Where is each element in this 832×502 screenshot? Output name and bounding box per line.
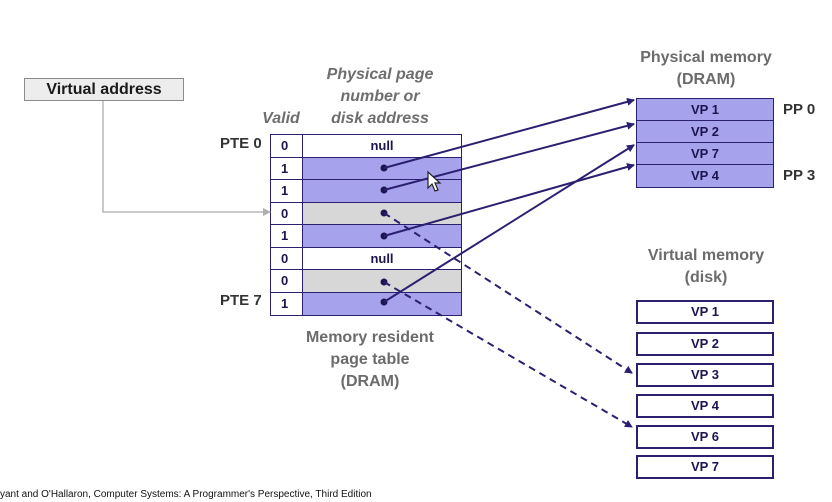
pte-valid-bit: 0 <box>271 135 303 157</box>
pte7-to-vp7-arrow <box>383 144 635 303</box>
pte-row: 0 null <box>271 247 461 270</box>
pte-row: 0 <box>271 270 461 293</box>
caption-line-1: Memory resident <box>305 329 435 346</box>
pte-address: null <box>370 138 394 153</box>
page-table: 0 null 1 1 0 1 0 null 0 1 <box>270 134 462 316</box>
disk-page: VP 7 <box>636 455 774 479</box>
pte4-to-vp4-arrow <box>383 163 635 237</box>
page-table-caption: Memory resident page table (DRAM) <box>290 327 450 393</box>
pte1-to-vp1-arrow <box>383 97 635 169</box>
pte-row: 1 <box>271 225 461 248</box>
pte-valid-bit: 0 <box>271 202 303 224</box>
pte-valid-bit: 1 <box>271 180 303 202</box>
ppn-header: Physical page number or disk address <box>300 64 460 130</box>
pte-valid-bit: 0 <box>271 270 303 292</box>
pte-row: 1 <box>271 180 461 203</box>
pte2-to-vp2-arrow <box>383 121 635 191</box>
pte6-to-disk-vp6-arrow <box>383 281 633 428</box>
physical-page: VP 2 <box>637 121 773 143</box>
ppn-header-line-1: Physical page <box>326 66 434 83</box>
mouse-cursor-icon <box>427 170 442 192</box>
valid-header: Valid <box>262 110 300 127</box>
disk-page: VP 4 <box>636 394 774 418</box>
caption-line-2: page table <box>330 351 410 368</box>
pte-row: 1 <box>271 157 461 180</box>
pte-row: 0 <box>271 202 461 225</box>
pte-last-label: PTE 7 <box>220 292 262 309</box>
physical-page: VP 4 <box>691 168 719 183</box>
disk-page: VP 1 <box>636 300 774 324</box>
pte-valid-bit: 0 <box>271 247 303 269</box>
virtual-memory-title: Virtual memory (disk) <box>620 245 792 289</box>
physical-memory-title: Physical memory (DRAM) <box>620 47 792 91</box>
virtual-address-box: Virtual address <box>24 78 184 101</box>
ppn-header-line-3: disk address <box>331 110 429 127</box>
pte-first-label: PTE 0 <box>220 135 262 152</box>
ppn-header-line-2: number or <box>340 88 420 105</box>
pte-valid-bit: 1 <box>271 157 303 179</box>
vm-title-line-1: Virtual memory <box>647 247 765 264</box>
physical-memory-table: VP 1 VP 2 VP 7 VP 4 <box>636 98 774 188</box>
footer-citation: yant and O'Hallaron, Computer Systems: A… <box>0 489 372 500</box>
va-lookup-arrow <box>102 101 271 216</box>
pm-title-line-2: (DRAM) <box>676 71 736 88</box>
pte3-to-disk-vp3-arrow <box>383 212 633 374</box>
vm-title-line-2: (disk) <box>684 269 728 286</box>
pm-title-line-1: Physical memory <box>640 49 772 66</box>
pte-address: null <box>370 250 394 266</box>
physical-page: VP 7 <box>637 143 773 165</box>
physical-page: VP 1 <box>637 99 773 121</box>
pp-first-label: PP 0 <box>783 101 816 118</box>
caption-line-3: (DRAM) <box>340 373 400 390</box>
pte-row: 1 <box>271 292 461 315</box>
pte-valid-bit: 1 <box>271 225 303 247</box>
disk-page: VP 6 <box>636 425 774 449</box>
disk-page: VP 3 <box>636 363 774 387</box>
pte-row: 0 null <box>271 135 461 158</box>
disk-page: VP 2 <box>636 332 774 356</box>
pp-last-label: PP 3 <box>783 167 816 184</box>
pte-valid-bit: 1 <box>271 292 303 315</box>
